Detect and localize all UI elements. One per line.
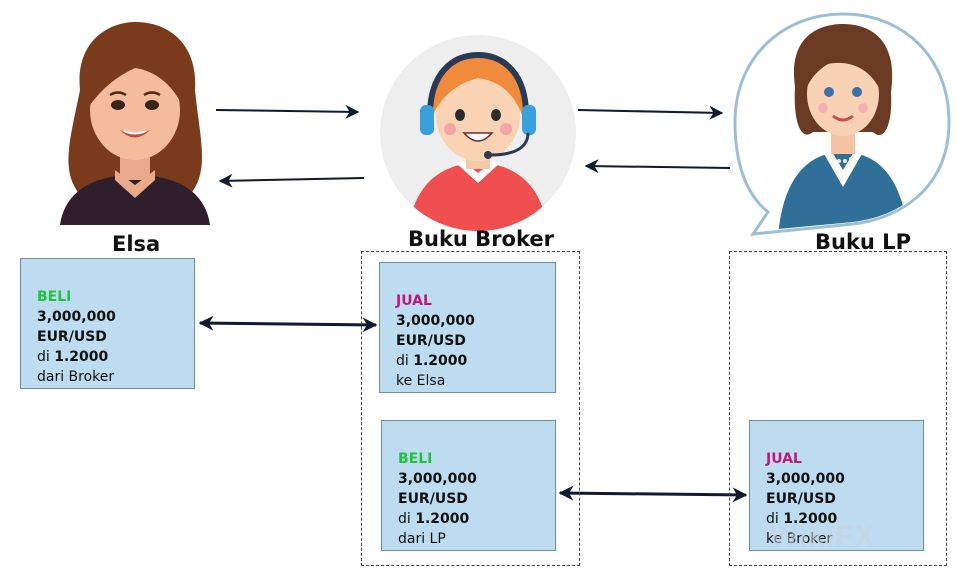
card-action: JUAL	[766, 451, 802, 467]
arrow-broker-to-elsa	[218, 173, 365, 188]
card-amount: 3,000,000 EUR/USD	[766, 471, 845, 507]
card-rate-prefix: di	[37, 349, 50, 365]
card-rate-line: di 1.2000	[766, 509, 907, 529]
label-elsa: Elsa	[112, 232, 161, 256]
card-rate-prefix: di	[396, 353, 409, 369]
broker-book-frame	[361, 251, 580, 566]
card-action: JUAL	[396, 293, 432, 309]
card-action: BELI	[398, 451, 433, 467]
card-rate-line: di 1.2000	[398, 509, 539, 529]
card-rate-prefix: di	[766, 511, 779, 527]
broker-avatar	[380, 35, 576, 231]
card-counterparty: dari Broker	[37, 369, 115, 385]
card-rate-line: di 1.2000	[396, 351, 539, 371]
card-counterparty: ke Elsa	[396, 373, 446, 389]
card-rate-line: di 1.2000	[37, 347, 178, 367]
lp-book-frame	[729, 251, 947, 566]
watermark: WikiFX	[770, 520, 876, 553]
label-lp-book: Buku LP	[815, 230, 911, 254]
card-lp-sell: JUAL 3,000,000 EUR/USD di 1.2000 ke Brok…	[749, 420, 924, 551]
arrow-broker-to-lp	[577, 105, 724, 120]
card-rate-prefix: di	[398, 511, 411, 527]
card-rate: 1.2000	[413, 353, 468, 369]
arrow-lp-to-broker	[584, 159, 731, 174]
card-counterparty: ke Broker	[766, 531, 833, 547]
card-amount: 3,000,000 EUR/USD	[396, 313, 475, 349]
lp-avatar	[733, 12, 951, 236]
arrow-elsa-to-broker	[215, 104, 360, 119]
card-broker-buy: BELI 3,000,000 EUR/USD di 1.2000 dari LP	[381, 420, 556, 551]
elsa-avatar	[60, 22, 210, 225]
card-rate: 1.2000	[54, 349, 109, 365]
label-broker-book: Buku Broker	[408, 227, 554, 251]
double-arrow-elsa-broker	[198, 315, 378, 333]
card-rate: 1.2000	[783, 511, 838, 527]
card-broker-sell: JUAL 3,000,000 EUR/USD di 1.2000 ke Elsa	[379, 262, 556, 393]
card-elsa-buy: BELI 3,000,000 EUR/USD di 1.2000 dari Br…	[20, 258, 195, 389]
card-amount: 3,000,000 EUR/USD	[37, 309, 116, 345]
card-counterparty: dari LP	[398, 531, 446, 547]
double-arrow-broker-lp	[558, 485, 748, 503]
card-amount: 3,000,000 EUR/USD	[398, 471, 477, 507]
card-rate: 1.2000	[415, 511, 470, 527]
card-action: BELI	[37, 289, 72, 305]
